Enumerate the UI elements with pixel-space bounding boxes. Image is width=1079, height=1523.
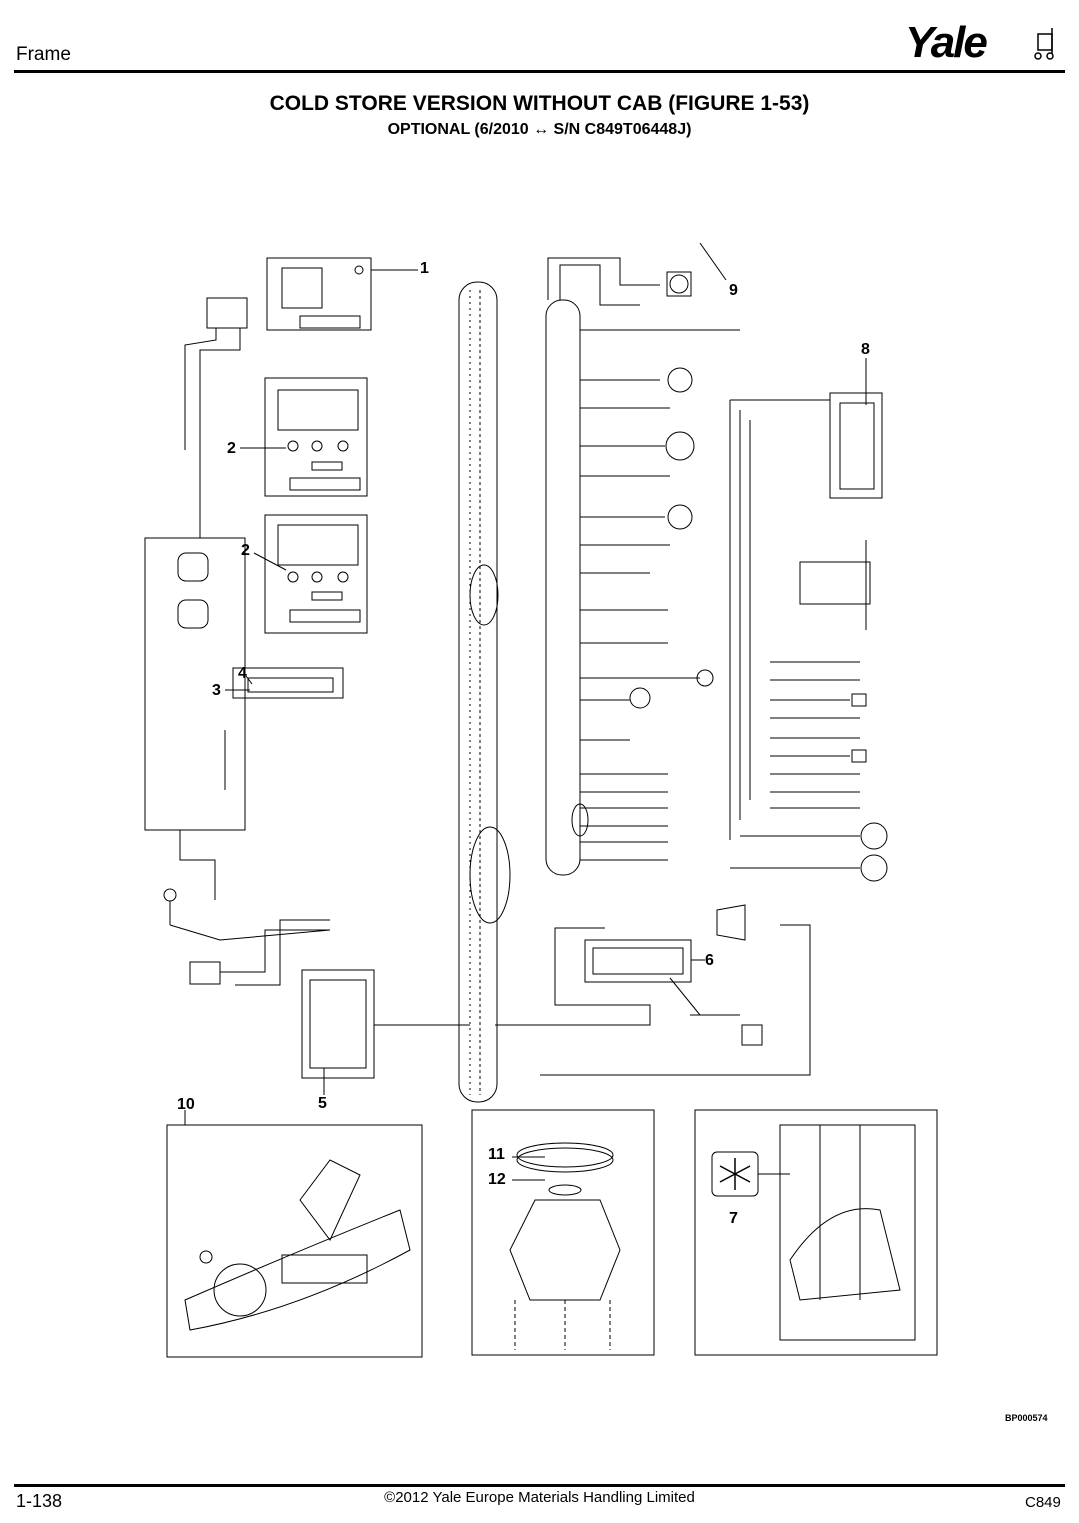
controller-2-lower xyxy=(253,514,368,634)
copyright: ©2012 Yale Europe Materials Handling Lim… xyxy=(384,1489,695,1506)
header-rule xyxy=(14,70,1065,73)
model-code: C849 xyxy=(1025,1494,1061,1511)
fuse-block-3-4 xyxy=(225,667,344,699)
main-harness xyxy=(458,281,581,1103)
callout-1: 1 xyxy=(420,260,429,277)
callout-3: 3 xyxy=(212,682,221,699)
page-number: 1-138 xyxy=(16,1491,63,1511)
callout-4: 4 xyxy=(238,665,247,682)
callout-7: 7 xyxy=(729,1210,738,1227)
section-title: Frame xyxy=(16,44,71,65)
callout-2-upper: 2 xyxy=(227,440,236,457)
right-branches xyxy=(580,367,714,861)
yale-logo: Yale xyxy=(905,18,988,67)
module-5 xyxy=(301,969,375,1095)
callout-9: 9 xyxy=(729,282,738,299)
controller-1 xyxy=(266,257,418,331)
fan-9 xyxy=(666,242,727,297)
panel-7 xyxy=(694,1109,938,1356)
callout-8: 8 xyxy=(861,341,870,358)
controller-2-upper xyxy=(240,377,368,497)
callout-11: 11 xyxy=(488,1146,505,1163)
callout-2-lower: 2 xyxy=(241,542,250,559)
panel-11-12 xyxy=(471,1109,655,1356)
callout-10: 10 xyxy=(177,1096,195,1113)
callout-5: 5 xyxy=(318,1095,327,1112)
far-right-branches xyxy=(729,399,888,882)
footer-rule xyxy=(14,1484,1065,1487)
lower-harness xyxy=(374,904,811,1076)
module-8 xyxy=(829,358,883,499)
top-harness xyxy=(547,257,740,331)
panel-10 xyxy=(166,1110,423,1358)
callout-12: 12 xyxy=(488,1171,506,1188)
callout-6: 6 xyxy=(705,952,714,969)
snowflake-icon xyxy=(719,1158,751,1190)
display-6 xyxy=(584,939,705,983)
left-harness xyxy=(144,297,331,986)
figure-reference: BP000574 xyxy=(1005,1413,1048,1423)
figure-subtitle: OPTIONAL (6/2010 ↔ S/N C849T06448J) xyxy=(387,121,692,138)
forklift-logo-icon xyxy=(1034,28,1054,60)
figure-title: COLD STORE VERSION WITHOUT CAB (FIGURE 1… xyxy=(269,92,810,115)
